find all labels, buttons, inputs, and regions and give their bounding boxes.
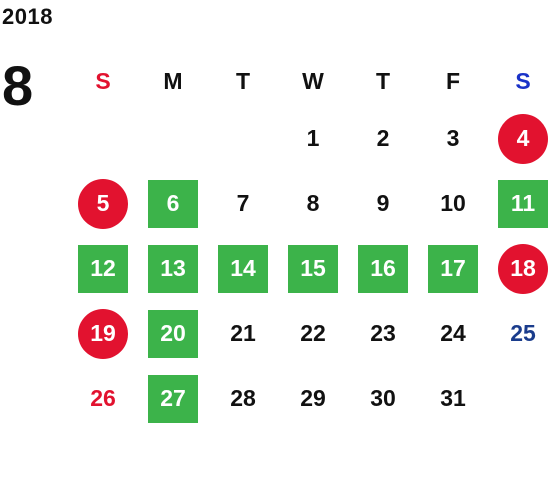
day-number: 27 xyxy=(160,385,186,411)
day-number: 16 xyxy=(370,255,396,281)
day-cell[interactable]: 23 xyxy=(348,301,418,366)
highlight-box: 15 xyxy=(288,244,338,293)
weekday-header: S xyxy=(515,67,531,94)
day-number: 30 xyxy=(370,385,396,411)
empty-day-cell xyxy=(208,106,278,171)
day-number: 8 xyxy=(306,190,320,216)
day-number: 28 xyxy=(230,385,256,411)
day-cell[interactable]: 10 xyxy=(418,171,488,236)
day-number: 23 xyxy=(370,320,396,346)
highlight-box: 27 xyxy=(148,374,198,423)
day-number: 13 xyxy=(160,255,186,281)
day-number: 29 xyxy=(300,385,326,411)
empty-day-cell xyxy=(68,106,138,171)
day-number: 22 xyxy=(300,320,326,346)
day-number: 21 xyxy=(230,320,256,346)
day-cell[interactable]: 24 xyxy=(418,301,488,366)
calendar-year: 2018 xyxy=(2,4,53,29)
weekday-header: F xyxy=(445,67,461,94)
highlight-box: 20 xyxy=(148,309,198,358)
highlight-box: 11 xyxy=(498,179,548,228)
day-number: 24 xyxy=(440,320,466,346)
holiday-circle: 5 xyxy=(78,178,128,229)
weekday-header: M xyxy=(163,67,183,94)
day-cell[interactable]: 29 xyxy=(278,366,348,431)
holiday-circle: 19 xyxy=(78,308,128,359)
day-cell[interactable]: 25 xyxy=(488,301,548,366)
highlight-box: 12 xyxy=(78,244,128,293)
day-cell[interactable]: 5 xyxy=(68,171,138,236)
day-cell[interactable]: 2 xyxy=(348,106,418,171)
day-cell[interactable]: 12 xyxy=(68,236,138,301)
day-cell[interactable]: 31 xyxy=(418,366,488,431)
calendar-month: 8 xyxy=(2,54,34,117)
highlight-box: 14 xyxy=(218,244,268,293)
day-cell[interactable]: 27 xyxy=(138,366,208,431)
weekday-header: T xyxy=(235,67,251,94)
highlight-box: 6 xyxy=(148,179,198,228)
day-cell[interactable]: 20 xyxy=(138,301,208,366)
day-cell[interactable]: 6 xyxy=(138,171,208,236)
day-cell[interactable]: 7 xyxy=(208,171,278,236)
day-cell[interactable]: 21 xyxy=(208,301,278,366)
day-cell[interactable]: 11 xyxy=(488,171,548,236)
weekday-header: T xyxy=(375,67,391,94)
day-cell[interactable]: 15 xyxy=(278,236,348,301)
day-cell[interactable]: 13 xyxy=(138,236,208,301)
day-number: 17 xyxy=(440,255,466,281)
day-cell[interactable]: 4 xyxy=(488,106,548,171)
highlight-box: 13 xyxy=(148,244,198,293)
day-cell[interactable]: 22 xyxy=(278,301,348,366)
empty-day-cell xyxy=(138,106,208,171)
day-number: 7 xyxy=(236,190,250,216)
weekday-header: S xyxy=(95,67,111,94)
day-number: 18 xyxy=(510,255,536,281)
day-number: 5 xyxy=(96,190,110,216)
day-cell[interactable]: 30 xyxy=(348,366,418,431)
highlight-box: 17 xyxy=(428,244,478,293)
day-number: 14 xyxy=(230,255,256,281)
day-number: 11 xyxy=(510,190,536,216)
highlight-box: 16 xyxy=(358,244,408,293)
day-number: 15 xyxy=(300,255,326,281)
day-cell[interactable]: 8 xyxy=(278,171,348,236)
day-number: 6 xyxy=(166,190,180,216)
day-number: 9 xyxy=(376,190,390,216)
day-cell[interactable]: 18 xyxy=(488,236,548,301)
day-cell[interactable]: 19 xyxy=(68,301,138,366)
day-cell[interactable]: 26 xyxy=(68,366,138,431)
day-cell[interactable]: 14 xyxy=(208,236,278,301)
day-cell[interactable]: 16 xyxy=(348,236,418,301)
day-number: 4 xyxy=(516,125,530,151)
day-cell[interactable]: 28 xyxy=(208,366,278,431)
day-number: 2 xyxy=(376,125,390,151)
day-number: 1 xyxy=(306,125,320,151)
day-cell[interactable]: 1 xyxy=(278,106,348,171)
holiday-circle: 4 xyxy=(498,113,548,164)
day-number: 3 xyxy=(446,125,460,151)
day-number: 31 xyxy=(440,385,466,411)
empty-day-cell xyxy=(488,366,548,431)
day-number: 26 xyxy=(90,385,116,411)
day-number: 19 xyxy=(90,320,116,346)
day-cell[interactable]: 9 xyxy=(348,171,418,236)
day-cell[interactable]: 17 xyxy=(418,236,488,301)
day-number: 12 xyxy=(90,255,116,281)
weekday-header: W xyxy=(302,67,324,94)
day-number: 20 xyxy=(160,320,186,346)
day-number: 10 xyxy=(440,190,466,216)
day-cell[interactable]: 3 xyxy=(418,106,488,171)
holiday-circle: 18 xyxy=(498,243,548,294)
day-number: 25 xyxy=(510,320,536,346)
